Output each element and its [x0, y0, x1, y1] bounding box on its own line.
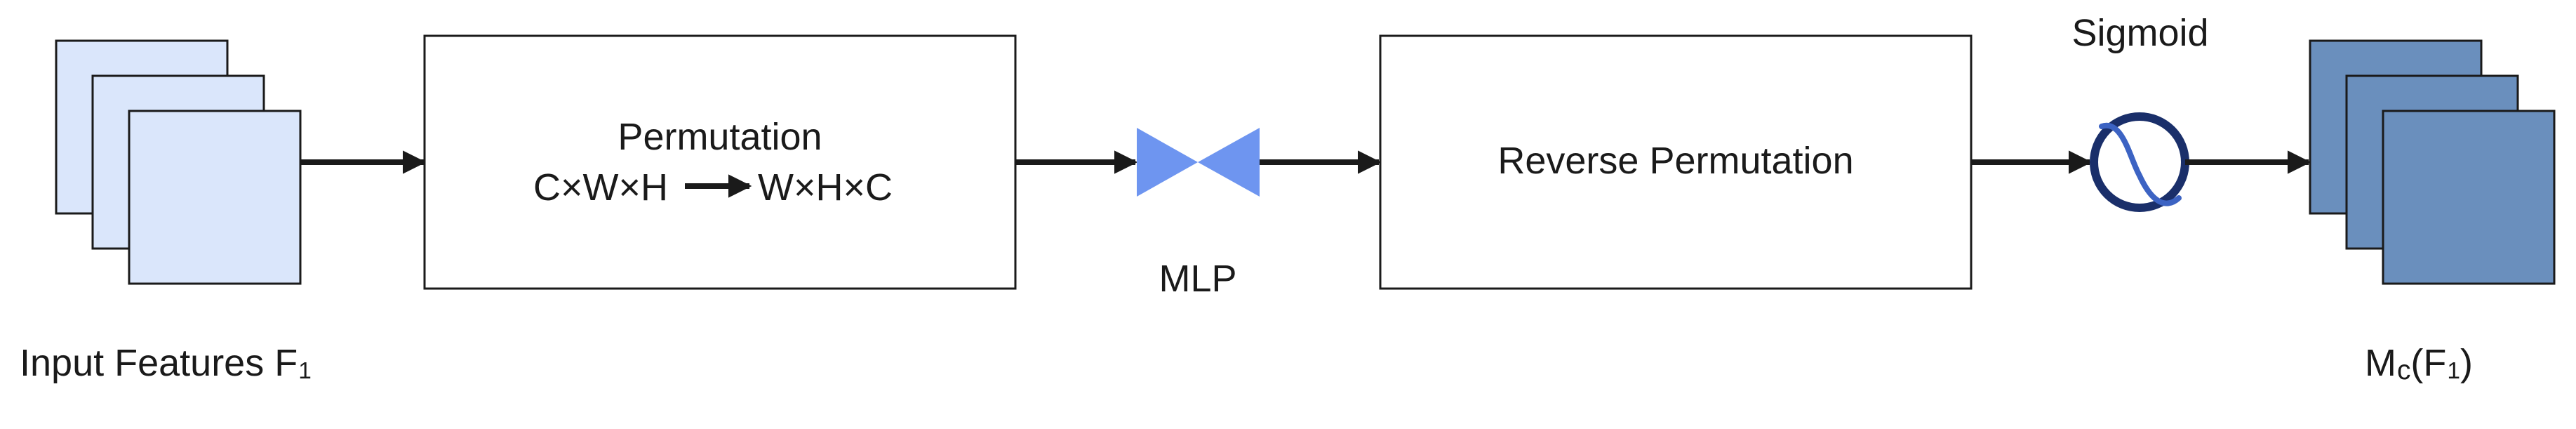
reverse-permutation-box — [1379, 34, 1973, 290]
output-c-subscript: c — [2396, 355, 2411, 385]
output-feature-stack — [2309, 39, 2556, 285]
input-features-text: Input Features F — [20, 342, 298, 384]
output-attention-label: Mc(F1) — [2365, 342, 2473, 385]
mlp-icon — [1137, 128, 1260, 197]
output-close-paren: ) — [2460, 342, 2473, 384]
input-feature-map-front — [128, 110, 302, 285]
output-f-text: (F — [2410, 342, 2447, 384]
output-m-text: M — [2365, 342, 2396, 384]
permutation-to-dims: W×H×C — [758, 166, 893, 209]
mlp-label: MLP — [1159, 258, 1237, 300]
reverse-permutation-label: Reverse Permutation — [1497, 140, 1854, 182]
input-feature-stack — [55, 39, 302, 285]
permutation-from-dims: C×W×H — [533, 166, 669, 209]
sigmoid-icon — [2090, 112, 2189, 212]
sigmoid-label: Sigmoid — [2071, 12, 2209, 54]
input-features-label: Input Features F1 — [20, 342, 312, 385]
permutation-box — [423, 34, 1017, 290]
output-1-subscript: 1 — [2447, 358, 2461, 385]
output-feature-map-front — [2382, 110, 2556, 285]
input-features-subscript: 1 — [298, 358, 312, 385]
permutation-title: Permutation — [618, 116, 822, 158]
